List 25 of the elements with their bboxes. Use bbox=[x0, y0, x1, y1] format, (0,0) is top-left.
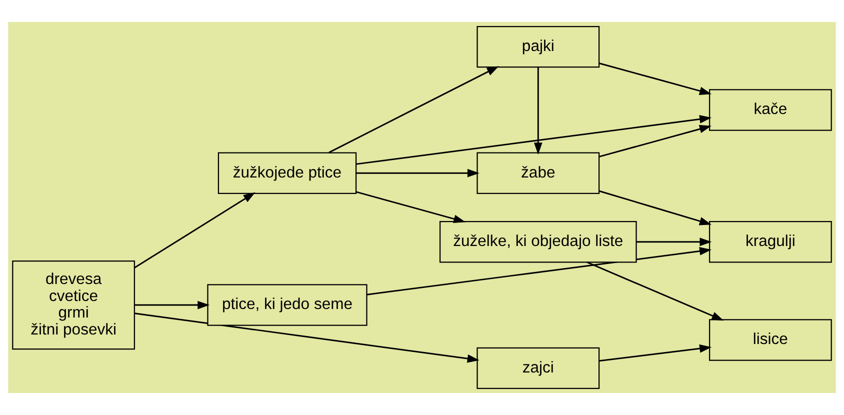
node-box: ptice, ki jedo seme bbox=[207, 284, 368, 326]
arrow bbox=[366, 246, 712, 296]
arrow bbox=[598, 62, 712, 95]
arrow bbox=[356, 191, 466, 223]
arrow bbox=[586, 262, 724, 321]
arrow bbox=[134, 312, 480, 363]
node-box: žuželke, ki objedajo liste bbox=[439, 221, 637, 263]
arrow bbox=[134, 300, 210, 310]
node-box: drevesa cvetice grmi žitni posevki bbox=[12, 260, 135, 350]
node-box: žužkojede ptice bbox=[218, 152, 357, 194]
arrow bbox=[599, 344, 712, 362]
arrow bbox=[598, 190, 712, 226]
arrow bbox=[598, 124, 712, 158]
arrow bbox=[356, 115, 712, 165]
arrow bbox=[134, 192, 256, 268]
arrow bbox=[636, 238, 712, 246]
arrow bbox=[356, 168, 480, 178]
arrow bbox=[328, 66, 499, 154]
node-box: lisice bbox=[708, 319, 832, 361]
node-box: zajci bbox=[476, 347, 600, 390]
node-box: kragulji bbox=[708, 221, 832, 263]
arrow bbox=[534, 67, 542, 155]
node-box: kače bbox=[708, 89, 832, 131]
node-box: žabe bbox=[476, 152, 600, 194]
node-box: pajki bbox=[476, 26, 600, 68]
